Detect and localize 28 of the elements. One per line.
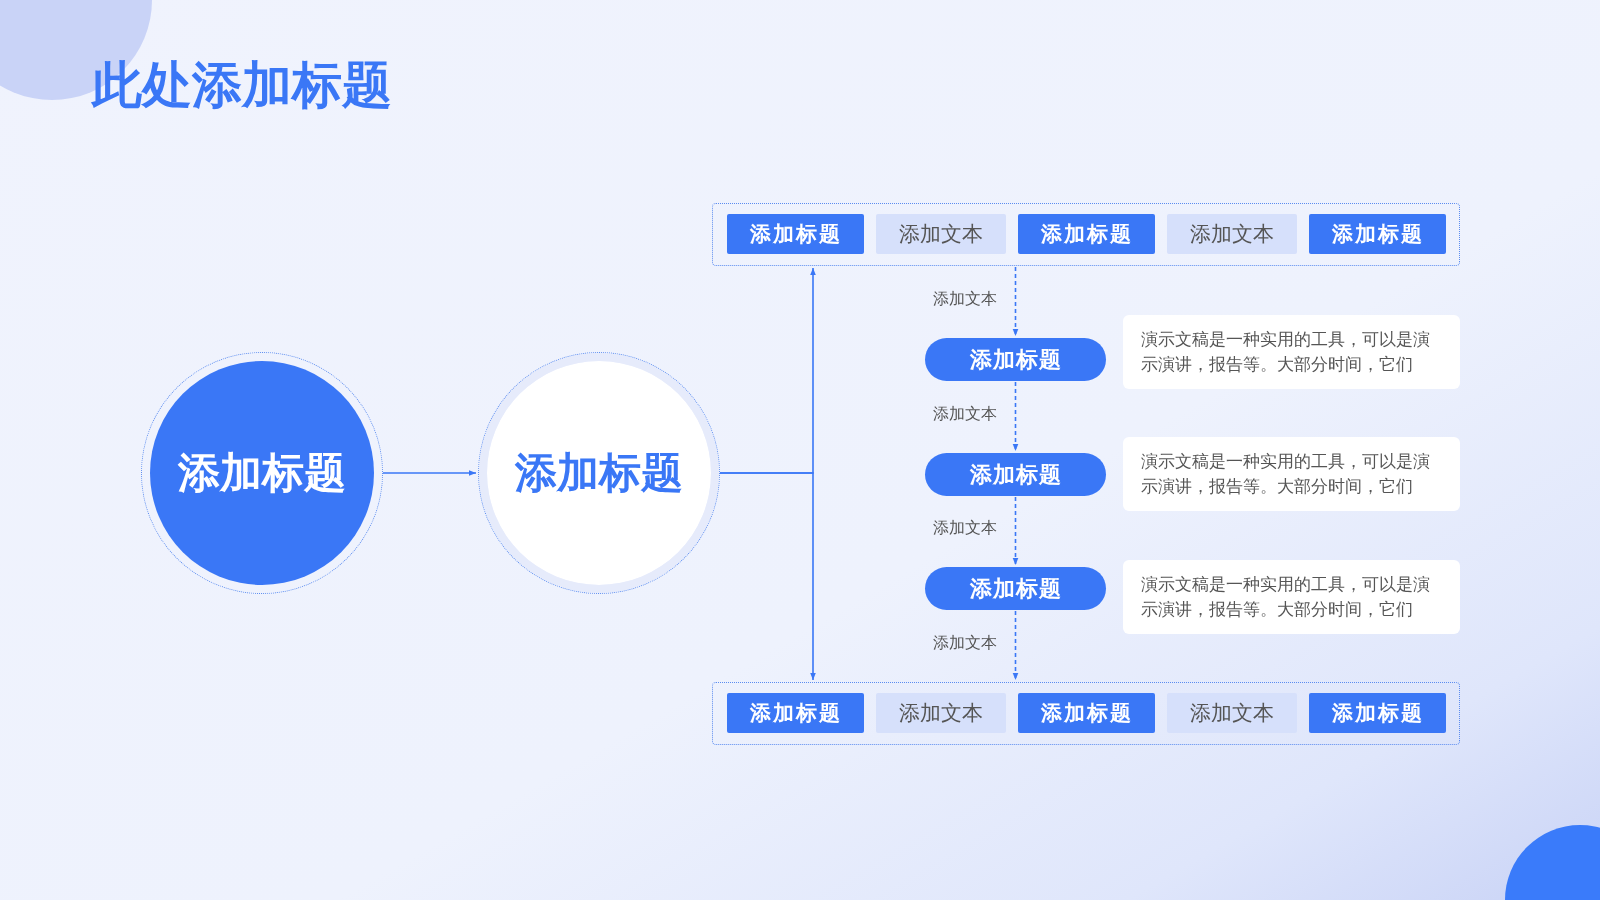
text-cell: 添加文本 xyxy=(1167,693,1297,733)
edge-label: 添加文本 xyxy=(933,632,997,654)
edge-label: 添加文本 xyxy=(933,288,997,310)
text-card: 演示文稿是一种实用的工具，可以是演示演讲，报告等。大部分时间，它们 xyxy=(1123,315,1460,389)
title-cell: 添加标题 xyxy=(727,693,864,733)
text-card: 演示文稿是一种实用的工具，可以是演示演讲，报告等。大部分时间，它们 xyxy=(1123,560,1460,634)
text-cell: 添加文本 xyxy=(876,693,1006,733)
pill-box: 添加标题 xyxy=(925,453,1106,496)
text-card: 演示文稿是一种实用的工具，可以是演示演讲，报告等。大部分时间，它们 xyxy=(1123,437,1460,511)
arrow xyxy=(1012,266,1019,337)
edge-label: 添加文本 xyxy=(933,518,997,539)
title-cell: 添加标题 xyxy=(1018,214,1155,254)
pill-box: 添加标题 xyxy=(925,338,1106,381)
edge-label: 添加文本 xyxy=(933,403,997,425)
title-cell: 添加标题 xyxy=(1309,693,1446,733)
title-cell: 添加标题 xyxy=(1309,214,1446,254)
pill-box: 添加标题 xyxy=(925,567,1106,610)
text-cell: 添加文本 xyxy=(1167,214,1297,254)
arrow xyxy=(719,472,816,681)
arrow xyxy=(1012,381,1019,452)
circle-node: 添加标题 xyxy=(478,352,720,594)
arrow xyxy=(1012,610,1019,681)
text-cell: 添加文本 xyxy=(876,214,1006,254)
arrow xyxy=(382,470,477,476)
title-cell: 添加标题 xyxy=(1018,693,1155,733)
arrow xyxy=(1012,496,1019,566)
slide-title: 此处添加标题 xyxy=(92,55,392,116)
title-cell: 添加标题 xyxy=(727,214,864,254)
